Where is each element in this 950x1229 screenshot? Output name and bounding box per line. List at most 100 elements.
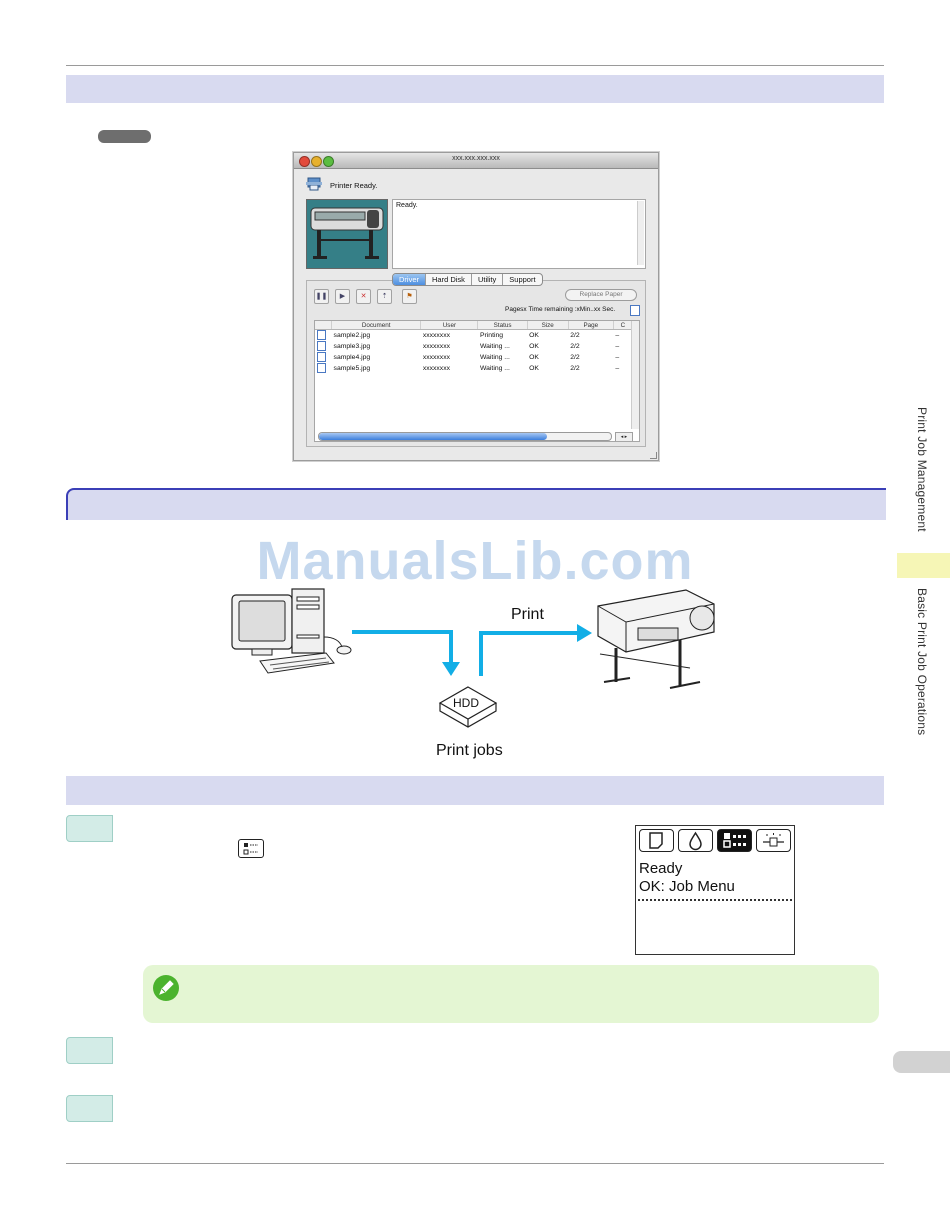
- note-box: [143, 965, 879, 1023]
- job-c: –: [615, 343, 620, 350]
- table-horizontal-scrollbar[interactable]: [318, 432, 612, 441]
- paper-tab-icon: [639, 829, 674, 852]
- printer-status-icon: [306, 176, 322, 192]
- bottom-rule: [66, 1163, 884, 1164]
- job-user: xxxxxxxx: [422, 354, 450, 361]
- table-vertical-scrollbar[interactable]: [631, 321, 639, 429]
- window-titlebar: [294, 153, 658, 169]
- status-message-text: Ready.: [396, 202, 418, 209]
- job-c: –: [615, 365, 620, 372]
- document-icon: [315, 341, 332, 352]
- step-box-1: [66, 815, 113, 842]
- replace-paper-button[interactable]: Replace Paper: [565, 289, 637, 301]
- tab-bar: Driver Hard Disk Utility Support: [392, 273, 543, 286]
- job-user: xxxxxxxx: [422, 332, 450, 339]
- move-to-hdd-icon[interactable]: ⚑: [402, 289, 417, 304]
- resize-grip-icon[interactable]: [650, 452, 657, 459]
- job-size: OK: [529, 343, 539, 350]
- status-message-panel: Ready.: [392, 199, 646, 269]
- tab-utility[interactable]: Utility: [472, 274, 504, 285]
- ink-tab-icon: [678, 829, 713, 852]
- job-tab-icon: [238, 839, 264, 858]
- settings-tab-icon: [756, 829, 791, 852]
- job-document: sample2.jpg: [333, 332, 371, 339]
- minimize-window-button[interactable]: [311, 156, 322, 167]
- close-window-button[interactable]: [299, 156, 310, 167]
- column-header-c[interactable]: C: [613, 321, 634, 330]
- job-document: sample4.jpg: [333, 354, 371, 361]
- hdd-icon: [438, 685, 498, 729]
- printer-thumbnail: [306, 199, 388, 269]
- document-icon: [315, 363, 332, 374]
- job-user: xxxxxxxx: [422, 343, 450, 350]
- job-document: sample5.jpg: [333, 365, 371, 372]
- printer-lcd-panel: Ready OK: Job Menu: [635, 825, 795, 955]
- job-size: OK: [529, 365, 539, 372]
- job-document: sample3.jpg: [333, 343, 371, 350]
- zoom-window-button[interactable]: [323, 156, 334, 167]
- resume-icon[interactable]: ▶: [335, 289, 350, 304]
- job-c: –: [615, 332, 620, 339]
- job-user: xxxxxxxx: [422, 365, 450, 372]
- top-rule: [66, 65, 884, 66]
- procedure-header-band: [66, 776, 884, 805]
- side-tab-upper-label: Print Job Management: [915, 407, 929, 532]
- job-status: Waiting ...: [479, 354, 510, 361]
- job-table: Document User Status Size Page C sample2…: [315, 321, 634, 374]
- print-jobs-label: Print jobs: [436, 742, 503, 759]
- document-icon: [315, 329, 332, 342]
- note-pencil-icon: [153, 975, 179, 1001]
- printer-status-text: Printer Ready.: [330, 181, 378, 190]
- delete-job-icon[interactable]: ✕: [356, 289, 371, 304]
- job-table-panel: Document User Status Size Page C sample2…: [314, 320, 640, 442]
- job-page: 2/2: [570, 343, 580, 350]
- column-header-status[interactable]: Status: [477, 321, 528, 330]
- side-tab-marker[interactable]: [897, 553, 950, 578]
- job-tab-selected-icon: [717, 829, 752, 852]
- computer-illustration: [230, 587, 355, 677]
- job-size: OK: [529, 332, 539, 339]
- job-row[interactable]: sample5.jpg xxxxxxxx Waiting ... OK 2/2 …: [315, 363, 633, 374]
- flow-arrows: [352, 624, 592, 676]
- page-index-button[interactable]: [893, 1051, 950, 1073]
- scrollbar-thumb[interactable]: [319, 433, 547, 440]
- job-row[interactable]: sample2.jpg xxxxxxxx Printing OK 2/2 –: [315, 329, 633, 342]
- job-page: 2/2: [570, 365, 580, 372]
- column-header-icon: [315, 321, 333, 330]
- job-row[interactable]: sample3.jpg xxxxxxxx Waiting ... OK 2/2 …: [315, 341, 633, 352]
- lcd-line-1: Ready: [639, 860, 683, 877]
- window-title: xxx.xxx.xxx.xxx: [452, 155, 500, 162]
- column-header-size[interactable]: Size: [527, 321, 569, 330]
- priority-print-icon[interactable]: ⇡: [377, 289, 392, 304]
- hdd-label: HDD: [453, 696, 479, 710]
- printer-status-window: xxx.xxx.xxx.xxx Printer Ready. Ready. Dr…: [293, 152, 659, 461]
- print-label: Print: [511, 606, 544, 623]
- job-status: Waiting ...: [479, 365, 510, 372]
- lcd-dotted-divider: [638, 899, 792, 901]
- tab-support[interactable]: Support: [509, 275, 536, 284]
- job-page: 2/2: [570, 354, 580, 361]
- job-page: 2/2: [570, 332, 580, 339]
- job-list-icon[interactable]: [630, 305, 640, 316]
- tab-hard-disk[interactable]: Hard Disk: [426, 274, 472, 285]
- column-header-user[interactable]: User: [420, 321, 479, 330]
- section-header-band: [66, 75, 884, 103]
- document-icon: [315, 352, 332, 363]
- job-c: –: [615, 354, 620, 361]
- pause-icon[interactable]: ❚❚: [314, 289, 329, 304]
- step-box-2: [66, 1037, 113, 1064]
- watermark-text: ManualsLib.com: [256, 531, 694, 591]
- step-box-3: [66, 1095, 113, 1122]
- scroll-arrows[interactable]: ◂ ▸: [615, 432, 633, 441]
- message-scrollbar[interactable]: [637, 201, 644, 265]
- os-label-pill: [98, 130, 151, 143]
- tab-driver[interactable]: Driver: [393, 274, 426, 285]
- job-status: Waiting ...: [479, 343, 510, 350]
- column-header-page[interactable]: Page: [568, 321, 614, 330]
- job-status: Printing: [479, 332, 504, 339]
- large-format-printer-illustration: [590, 582, 720, 692]
- job-row[interactable]: sample4.jpg xxxxxxxx Waiting ... OK 2/2 …: [315, 352, 633, 363]
- lcd-line-2: OK: Job Menu: [639, 878, 735, 895]
- column-header-document[interactable]: Document: [331, 321, 422, 330]
- remaining-time-text: Pagesx Time remaining :xMin..xx Sec.: [505, 306, 616, 313]
